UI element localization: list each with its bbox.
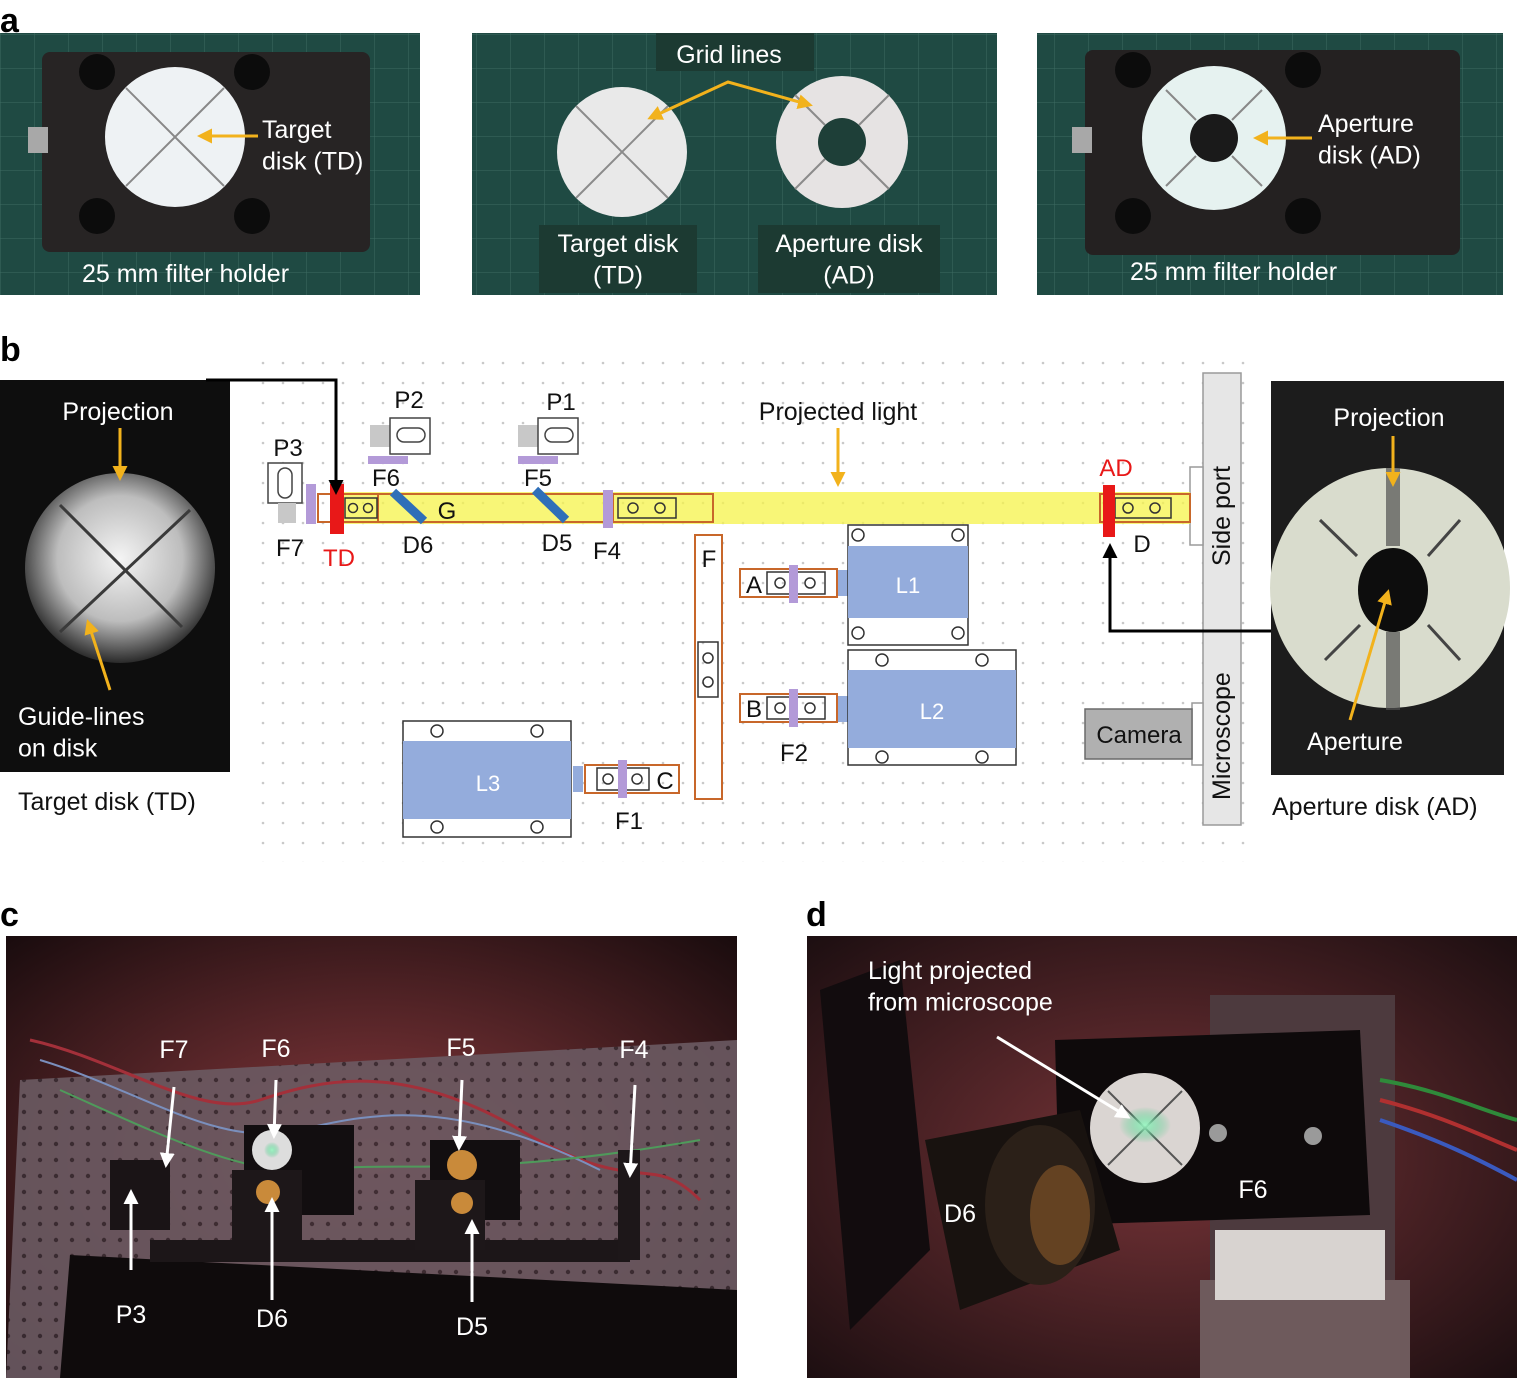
camera-box xyxy=(1084,708,1193,760)
caption-target-disk: Target disk (TD) xyxy=(18,788,196,816)
label-TD: TD xyxy=(323,545,355,572)
label-F: F xyxy=(702,546,717,573)
label-L3: L3 xyxy=(476,771,500,796)
label-D5: D5 xyxy=(542,530,573,557)
filter-F6 xyxy=(368,456,408,464)
label-projection-right: Projection xyxy=(1333,404,1444,432)
label-F5: F5 xyxy=(524,465,552,492)
label-P2: P2 xyxy=(394,387,423,414)
label-microscope: Microscope xyxy=(1208,672,1236,800)
laser-L2 xyxy=(847,649,1017,766)
label-L1: L1 xyxy=(896,573,920,598)
caption-aperture-disk: Aperture disk (AD) xyxy=(1272,793,1478,821)
label-target-disk-a2: Target disk(TD) xyxy=(558,230,679,289)
label-AD: AD xyxy=(1099,455,1132,482)
optical-schematic: Side port Microscope Camera Projected li… xyxy=(206,352,1271,862)
label-d-D6: D6 xyxy=(944,1200,976,1228)
label-filter-holder-a3: 25 mm filter holder xyxy=(1130,258,1337,286)
label-c-D6: D6 xyxy=(256,1305,288,1333)
panel-letter-b: b xyxy=(0,331,21,369)
filter-F1 xyxy=(618,760,627,798)
photo-two-disks: Grid lines Target disk(TD) Aperture disk… xyxy=(472,33,997,295)
connector-ad xyxy=(1102,543,1271,633)
mirror-D6 xyxy=(389,488,428,525)
label-G: G xyxy=(438,498,457,525)
photo-aperture-disk-projection: Projection Aperture xyxy=(1270,381,1510,775)
label-c-F7: F7 xyxy=(159,1036,188,1064)
target-disk-TD xyxy=(330,484,344,534)
label-grid-lines: Grid lines xyxy=(676,41,782,69)
label-aperture-disk-a2: Aperture disk(AD) xyxy=(775,230,923,289)
label-camera: Camera xyxy=(1096,722,1182,749)
label-c-F6: F6 xyxy=(261,1035,290,1063)
label-c-F5: F5 xyxy=(446,1034,475,1062)
label-c-D5: D5 xyxy=(456,1313,488,1341)
filter-F5 xyxy=(518,456,558,464)
projected-light-beam xyxy=(340,492,1190,524)
filter-F7 xyxy=(306,484,316,524)
panel-letter-d: d xyxy=(806,896,827,934)
label-A: A xyxy=(746,572,762,599)
rail-F xyxy=(694,534,723,800)
label-D: D xyxy=(1133,531,1150,558)
label-d-F6: F6 xyxy=(1238,1176,1267,1204)
photo-optical-table: F7 F6 F5 F4 P3 D6 D5 xyxy=(6,936,737,1378)
aperture-disk-AD xyxy=(1103,485,1115,537)
label-F1: F1 xyxy=(615,808,643,835)
label-F7: F7 xyxy=(276,535,304,562)
label-filter-holder-a1: 25 mm filter holder xyxy=(82,260,289,288)
label-F6: F6 xyxy=(372,465,400,492)
label-P1: P1 xyxy=(546,389,575,416)
label-L2: L2 xyxy=(920,699,944,724)
filter-F2 xyxy=(789,689,798,727)
label-C: C xyxy=(656,768,673,795)
label-side-port: Side port xyxy=(1208,466,1236,566)
label-projection-left: Projection xyxy=(62,398,173,426)
mirror-D5 xyxy=(531,486,570,524)
label-P3: P3 xyxy=(273,435,302,462)
label-F2: F2 xyxy=(780,740,808,767)
laser-L3 xyxy=(402,720,572,838)
panel-letter-a: a xyxy=(0,2,20,40)
label-F4: F4 xyxy=(593,538,621,565)
panel-letter-c: c xyxy=(0,896,19,934)
laser-L1 xyxy=(847,524,969,646)
label-B: B xyxy=(746,696,762,723)
label-D6: D6 xyxy=(403,532,434,559)
side-port-plate xyxy=(1189,466,1204,546)
label-aperture: Aperture xyxy=(1307,728,1403,756)
label-c-P3: P3 xyxy=(116,1301,147,1329)
label-projected-light: Projected light xyxy=(759,398,917,426)
filter-F4 xyxy=(603,490,613,528)
microscope-body xyxy=(1202,372,1242,826)
label-c-F4: F4 xyxy=(619,1036,648,1064)
connector-td xyxy=(206,378,344,495)
